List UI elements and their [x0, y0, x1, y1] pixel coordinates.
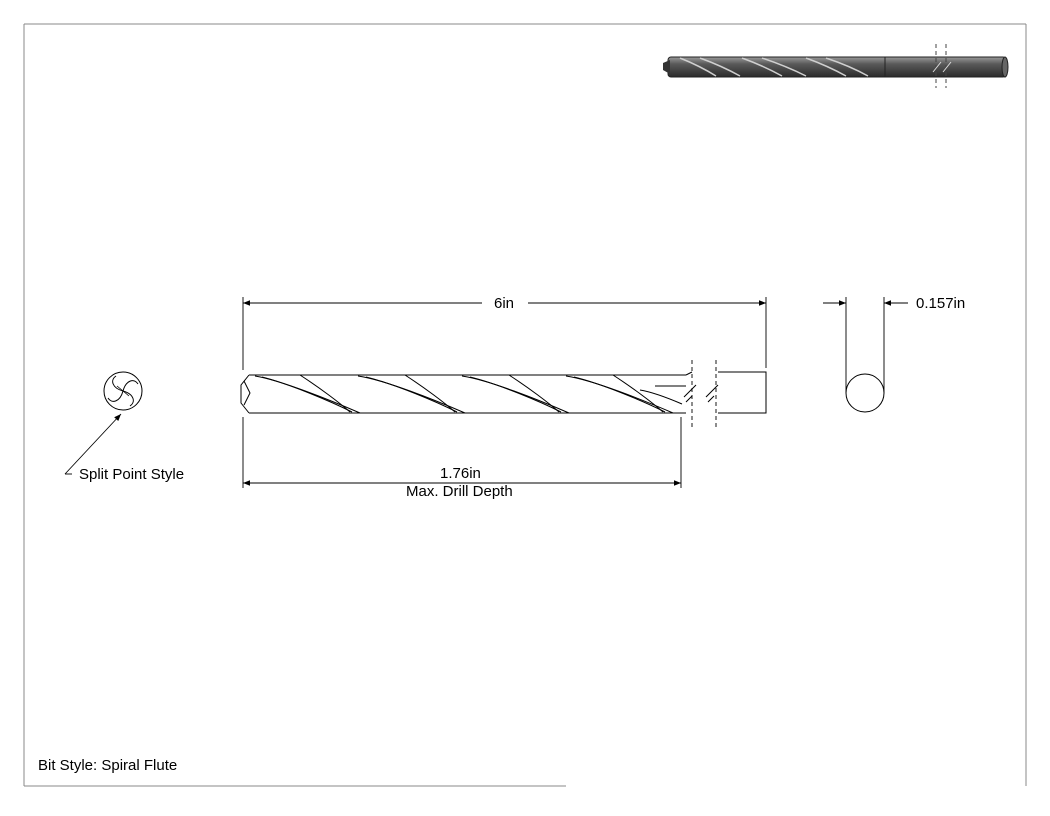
drill-depth-dimension [242, 417, 682, 488]
diameter-dimension [823, 297, 908, 393]
drill-depth-label: 1.76in [440, 465, 481, 482]
diameter-label: 0.157in [916, 295, 966, 312]
length-dimension [242, 297, 767, 370]
length-label: 6in [494, 295, 515, 312]
point-style-callout: Split Point Style [79, 466, 185, 483]
shank-end-view [845, 373, 885, 413]
sheet-border [23, 23, 1027, 787]
drill-depth-caption: Max. Drill Depth [406, 483, 513, 500]
bit-style-note: Bit Style: Spiral Flute [38, 757, 178, 774]
drill-bit-preview [663, 44, 1009, 88]
split-point-leader [64, 413, 122, 475]
break-lines [683, 360, 719, 427]
split-point-end-view [103, 371, 143, 411]
drill-bit-side-view [240, 371, 767, 414]
